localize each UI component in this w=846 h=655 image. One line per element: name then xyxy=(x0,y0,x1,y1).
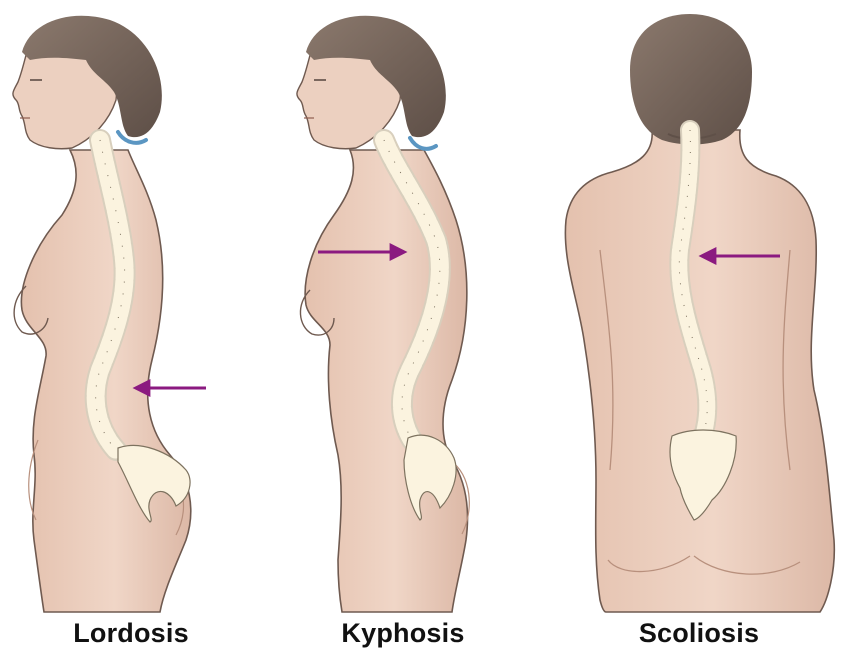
caption-kyphosis: Kyphosis xyxy=(262,618,544,649)
kyphosis-body xyxy=(305,150,467,612)
figure-scoliosis xyxy=(565,14,834,612)
caption-scoliosis: Scoliosis xyxy=(558,618,840,649)
figure-lordosis xyxy=(13,16,191,612)
figure-kyphosis xyxy=(297,16,469,612)
caption-lordosis: Lordosis xyxy=(0,618,272,649)
